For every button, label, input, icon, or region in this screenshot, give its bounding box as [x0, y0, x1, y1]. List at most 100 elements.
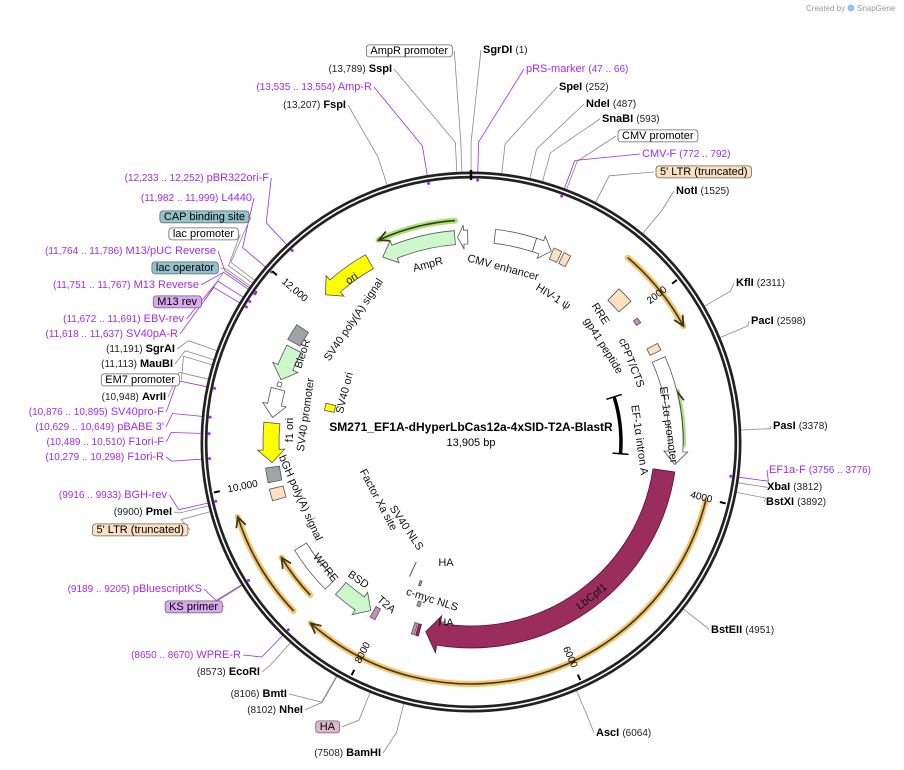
line-feature-arrow	[624, 254, 687, 329]
label-name: CMV-F	[642, 148, 677, 160]
feature-label: HA	[438, 617, 454, 629]
box-label-cmv-promoter: CMV promoter	[617, 129, 699, 143]
leader-line	[393, 68, 458, 173]
leader-line	[242, 197, 266, 268]
label-name: F1ori-F	[129, 436, 165, 448]
label-name: CAP binding site	[164, 211, 245, 223]
leader-line	[373, 86, 428, 176]
enzyme-label-sgrai: (11,191) SgrAI	[106, 343, 175, 355]
label-position: (8102)	[247, 705, 276, 716]
enzyme-label-nhei: (8102) NheI	[247, 704, 303, 716]
leader-line	[704, 282, 735, 307]
leader-line	[243, 635, 283, 658]
label-name: pRS-marker	[526, 63, 586, 75]
enzyme-label-pmei: (9900) PmeI	[114, 506, 172, 518]
svg-text:HA: HA	[320, 721, 336, 733]
label-box	[655, 165, 752, 179]
label-position: (8573)	[197, 667, 226, 678]
svg-text:(13,535 .. 13,554) Amp-R: (13,535 .. 13,554) Amp-R	[256, 81, 372, 93]
leader-line	[167, 371, 209, 398]
feature-ampr: AmpR	[382, 230, 456, 275]
tick-mark	[213, 490, 220, 494]
leader-line	[529, 103, 585, 179]
label-name: M13 rev	[157, 296, 197, 308]
label-position: (11,751 .. 11,767)	[53, 280, 130, 291]
feature-unlabeled	[531, 234, 552, 260]
svg-text:SnaBI (593): SnaBI (593)	[602, 113, 660, 125]
feature-label: CMV enhancer	[466, 253, 540, 284]
feature-unlabeled	[457, 225, 469, 250]
label-position: (252)	[585, 82, 608, 93]
line-feature-arrow	[278, 554, 314, 599]
svg-text:KflI (2311): KflI (2311)	[736, 277, 785, 289]
label-position: (593)	[636, 114, 659, 125]
feature-bleor: BleoR	[271, 338, 313, 381]
label-name: pBABE 3'	[117, 421, 164, 433]
svg-text:SgrDI (1): SgrDI (1)	[483, 44, 528, 56]
box-label-lac-promoter: lac promoter	[168, 227, 239, 241]
svg-text:5' LTR (truncated): 5' LTR (truncated)	[660, 166, 747, 178]
label-name: FspI	[323, 99, 346, 111]
enzyme-label-sspi: (13,789) SspI	[328, 63, 392, 75]
label-name: SnaBI	[602, 113, 633, 125]
label-position: (47 .. 66)	[588, 64, 628, 75]
box-label-5-ltr-truncated-: 5' LTR (truncated)	[92, 523, 189, 537]
label-name: MauBI	[140, 358, 173, 370]
label-position: (7508)	[314, 748, 343, 759]
tick-mark	[271, 270, 278, 276]
feature-sv40-ori: SV40 ori	[323, 371, 356, 415]
primer-site-mark	[213, 386, 217, 390]
label-name: 5' LTR (truncated)	[660, 166, 747, 178]
label-position: (1)	[515, 45, 527, 56]
box-label-ampr-promoter: AmpR promoter	[365, 44, 453, 58]
enzyme-label-ndei: NdeI (487)	[586, 98, 636, 110]
feature-label: ori	[343, 270, 360, 287]
label-name: SspI	[369, 63, 392, 75]
label-position: (487)	[613, 99, 636, 110]
feature-label: AmpR	[412, 255, 445, 275]
enzyme-label-sgrdi: SgrDI (1)	[483, 44, 528, 56]
leader-line	[682, 608, 710, 631]
svg-text:M13 rev: M13 rev	[157, 296, 197, 308]
feature-label: EF-1α intron A	[628, 404, 650, 476]
label-name: SgrAI	[146, 343, 175, 355]
svg-text:(10,489 .. 10,510) F1ori-F: (10,489 .. 10,510) F1ori-F	[47, 436, 165, 448]
credit-text: Created by	[806, 4, 845, 13]
svg-text:(7508) BamHI: (7508) BamHI	[314, 747, 381, 759]
label-position: (3378)	[799, 421, 828, 432]
box-label-ks-primer: KS primer	[164, 600, 223, 614]
svg-text:PacI (2598): PacI (2598)	[751, 315, 806, 327]
enzyme-label-spei: SpeI (252)	[559, 81, 609, 93]
label-name: WPRE-R	[196, 649, 241, 661]
enzyme-label-asci: AscI (6064)	[596, 727, 651, 739]
svg-text:CMV promoter: CMV promoter	[622, 130, 694, 142]
label-name: AvrII	[142, 391, 166, 403]
svg-text:XbaI (3812): XbaI (3812)	[767, 481, 822, 493]
svg-text:5' LTR (truncated): 5' LTR (truncated)	[97, 524, 184, 536]
credit-brand: SnapGene	[857, 4, 896, 13]
primer-site-mark	[729, 474, 733, 478]
label-name: SV40pro-F	[111, 406, 164, 418]
label-position: (3892)	[797, 497, 826, 508]
svg-text:(12,233 .. 12,252) pBR322ori-: (12,233 .. 12,252) pBR322ori-F	[125, 172, 270, 184]
svg-text:(11,618 .. 11,637) SV40pA-R: (11,618 .. 11,637) SV40pA-R	[45, 328, 178, 340]
label-position: (13,535 .. 13,554)	[256, 82, 335, 93]
feature-label: SV40 promoter	[295, 377, 317, 452]
leader-line	[180, 355, 213, 381]
label-position: (10,948)	[102, 392, 139, 403]
line-feature-arrow	[375, 217, 458, 244]
svg-text:(8650 .. 8670) WPRE-R: (8650 .. 8670) WPRE-R	[131, 649, 241, 661]
feature-t2a: T2A	[369, 594, 398, 621]
label-position: (2311)	[757, 278, 785, 289]
svg-text:BstEII (4951): BstEII (4951)	[711, 624, 774, 636]
label-name: KS primer	[169, 601, 218, 613]
tick-mark	[576, 674, 582, 681]
label-name: SV40pA-R	[126, 328, 178, 340]
label-position: (4951)	[745, 625, 774, 636]
svg-text:(9916 .. 9933) BGH-rev: (9916 .. 9933) BGH-rev	[59, 489, 168, 501]
label-position: (12,233 .. 12,252)	[125, 173, 204, 184]
label-box	[168, 227, 239, 241]
label-name: PmeI	[146, 506, 172, 518]
tick-label: 4000	[689, 490, 714, 506]
leader-line	[203, 584, 243, 602]
